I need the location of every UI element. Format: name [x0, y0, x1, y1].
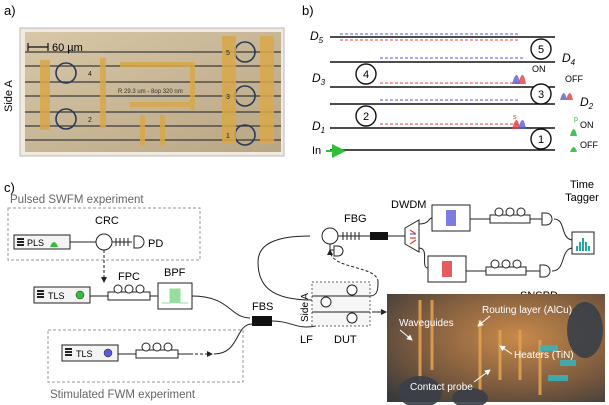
detector-d2: D2: [580, 95, 594, 111]
fbg-grating: [338, 232, 372, 240]
chip-ring-1: 1: [226, 133, 230, 140]
dut-side-a: Side A: [300, 293, 311, 322]
fbg-circulator: [321, 227, 339, 245]
fpc-paddles: [107, 284, 151, 301]
tls1-instrument: TLS: [33, 286, 91, 304]
pd-label: PD: [148, 238, 163, 250]
loop-fiber: [257, 235, 313, 301]
detector-d3: D3: [312, 71, 326, 87]
ring-5: [530, 38, 552, 60]
dwdm-label: DWDM: [391, 199, 426, 211]
lower-paddles: [485, 259, 527, 276]
chip-rings: [55, 41, 256, 146]
stimulated-box: [47, 329, 244, 383]
ring-3-number: 3: [538, 89, 544, 101]
time-label: Time: [570, 179, 594, 191]
time-tagger-box: [571, 231, 595, 255]
crc-label: CRC: [95, 215, 119, 227]
fpc-label: FPC: [118, 271, 140, 283]
s-marker: s: [513, 114, 517, 121]
dut-label: DUT: [334, 334, 357, 346]
fbs-splitter: [252, 316, 272, 326]
pls-instrument: PLS: [13, 234, 71, 250]
scalebar: 60 µm: [27, 42, 83, 54]
crc-grating: [112, 238, 132, 246]
on2-label: ON: [580, 120, 594, 130]
panel-b-label: b): [302, 3, 314, 18]
ring-4-number: 4: [363, 69, 369, 81]
device-photo: Waveguides Routing layer (AlCu) Heaters …: [387, 294, 605, 405]
ring-4: [355, 63, 377, 85]
crc-circulator: [95, 233, 113, 251]
chip-routing: [40, 36, 274, 145]
ring-2-number: 2: [363, 111, 369, 123]
ring-2: [355, 105, 377, 127]
ring-3: [530, 83, 552, 105]
chip-micrograph: 60 µm R 29.3 um - 8op 320 nm 5 4 3 2 1: [19, 27, 285, 157]
tls2-label: TLS: [76, 349, 93, 359]
detector-d1: D1: [312, 119, 325, 135]
chip-ring-5: 5: [226, 50, 230, 57]
detector-d5: D5: [310, 29, 324, 45]
dut-chip: [311, 281, 371, 327]
fbs-label: FBS: [252, 301, 273, 313]
fbg-detector: [333, 245, 344, 257]
off2-label: OFF: [580, 140, 598, 150]
chip-ring-4: 4: [88, 71, 92, 78]
input-label: In: [312, 145, 321, 157]
fpc2-paddles: [135, 342, 179, 359]
snspd-1: [541, 212, 553, 226]
bpf-label: BPF: [164, 267, 186, 279]
photo-routing: Routing layer (AlCu): [482, 305, 572, 316]
ring-schematic: 5 4 3 2 1 D5 D4 D3 D2 D1 In ON: [310, 29, 598, 158]
stimulated-title: Stimulated FWM experiment: [50, 389, 196, 401]
snspd-2: [539, 264, 551, 278]
panel-a-label: a): [4, 3, 16, 18]
chip-ring-2: 2: [88, 117, 92, 124]
dwdm-demux: [404, 219, 420, 253]
blue-filter: [431, 204, 471, 232]
lf-label: LF: [300, 334, 313, 346]
red-filter: [427, 255, 467, 283]
tls2-instrument: TLS: [61, 344, 119, 362]
upper-paddles: [489, 207, 531, 224]
fbg-label: FBG: [344, 213, 367, 225]
spectrum-icons: [512, 75, 577, 152]
ring-1-number: 1: [538, 134, 544, 146]
chip-waveguides: [25, 51, 281, 141]
off-label: OFF: [565, 74, 583, 84]
tls1-label: TLS: [48, 291, 65, 301]
pulsed-title: Pulsed SWFM experiment: [10, 194, 144, 206]
on-label: ON: [532, 64, 546, 74]
tagger-label: Tagger: [565, 192, 599, 204]
fbg-connector: [370, 232, 388, 240]
bpf-filter: [157, 282, 193, 310]
pls-label: PLS: [27, 238, 44, 248]
chip-ring-3: 3: [226, 94, 230, 101]
ring-5-number: 5: [538, 44, 544, 56]
ring-1: [530, 128, 552, 150]
scalebar-label: 60 µm: [52, 42, 83, 54]
chip-text: R 29.3 um - 8op 320 nm: [118, 89, 183, 95]
p-marker: p: [574, 116, 578, 123]
detector-d4: D4: [562, 51, 576, 67]
pd-detector: [133, 235, 145, 249]
side-a-label: Side A: [3, 80, 15, 112]
photo-heaters: Heaters (TiN): [514, 350, 574, 361]
photo-waveguides: Waveguides: [399, 318, 454, 329]
panel-c-label: c): [4, 180, 15, 195]
photo-probe: Contact probe: [410, 382, 473, 393]
